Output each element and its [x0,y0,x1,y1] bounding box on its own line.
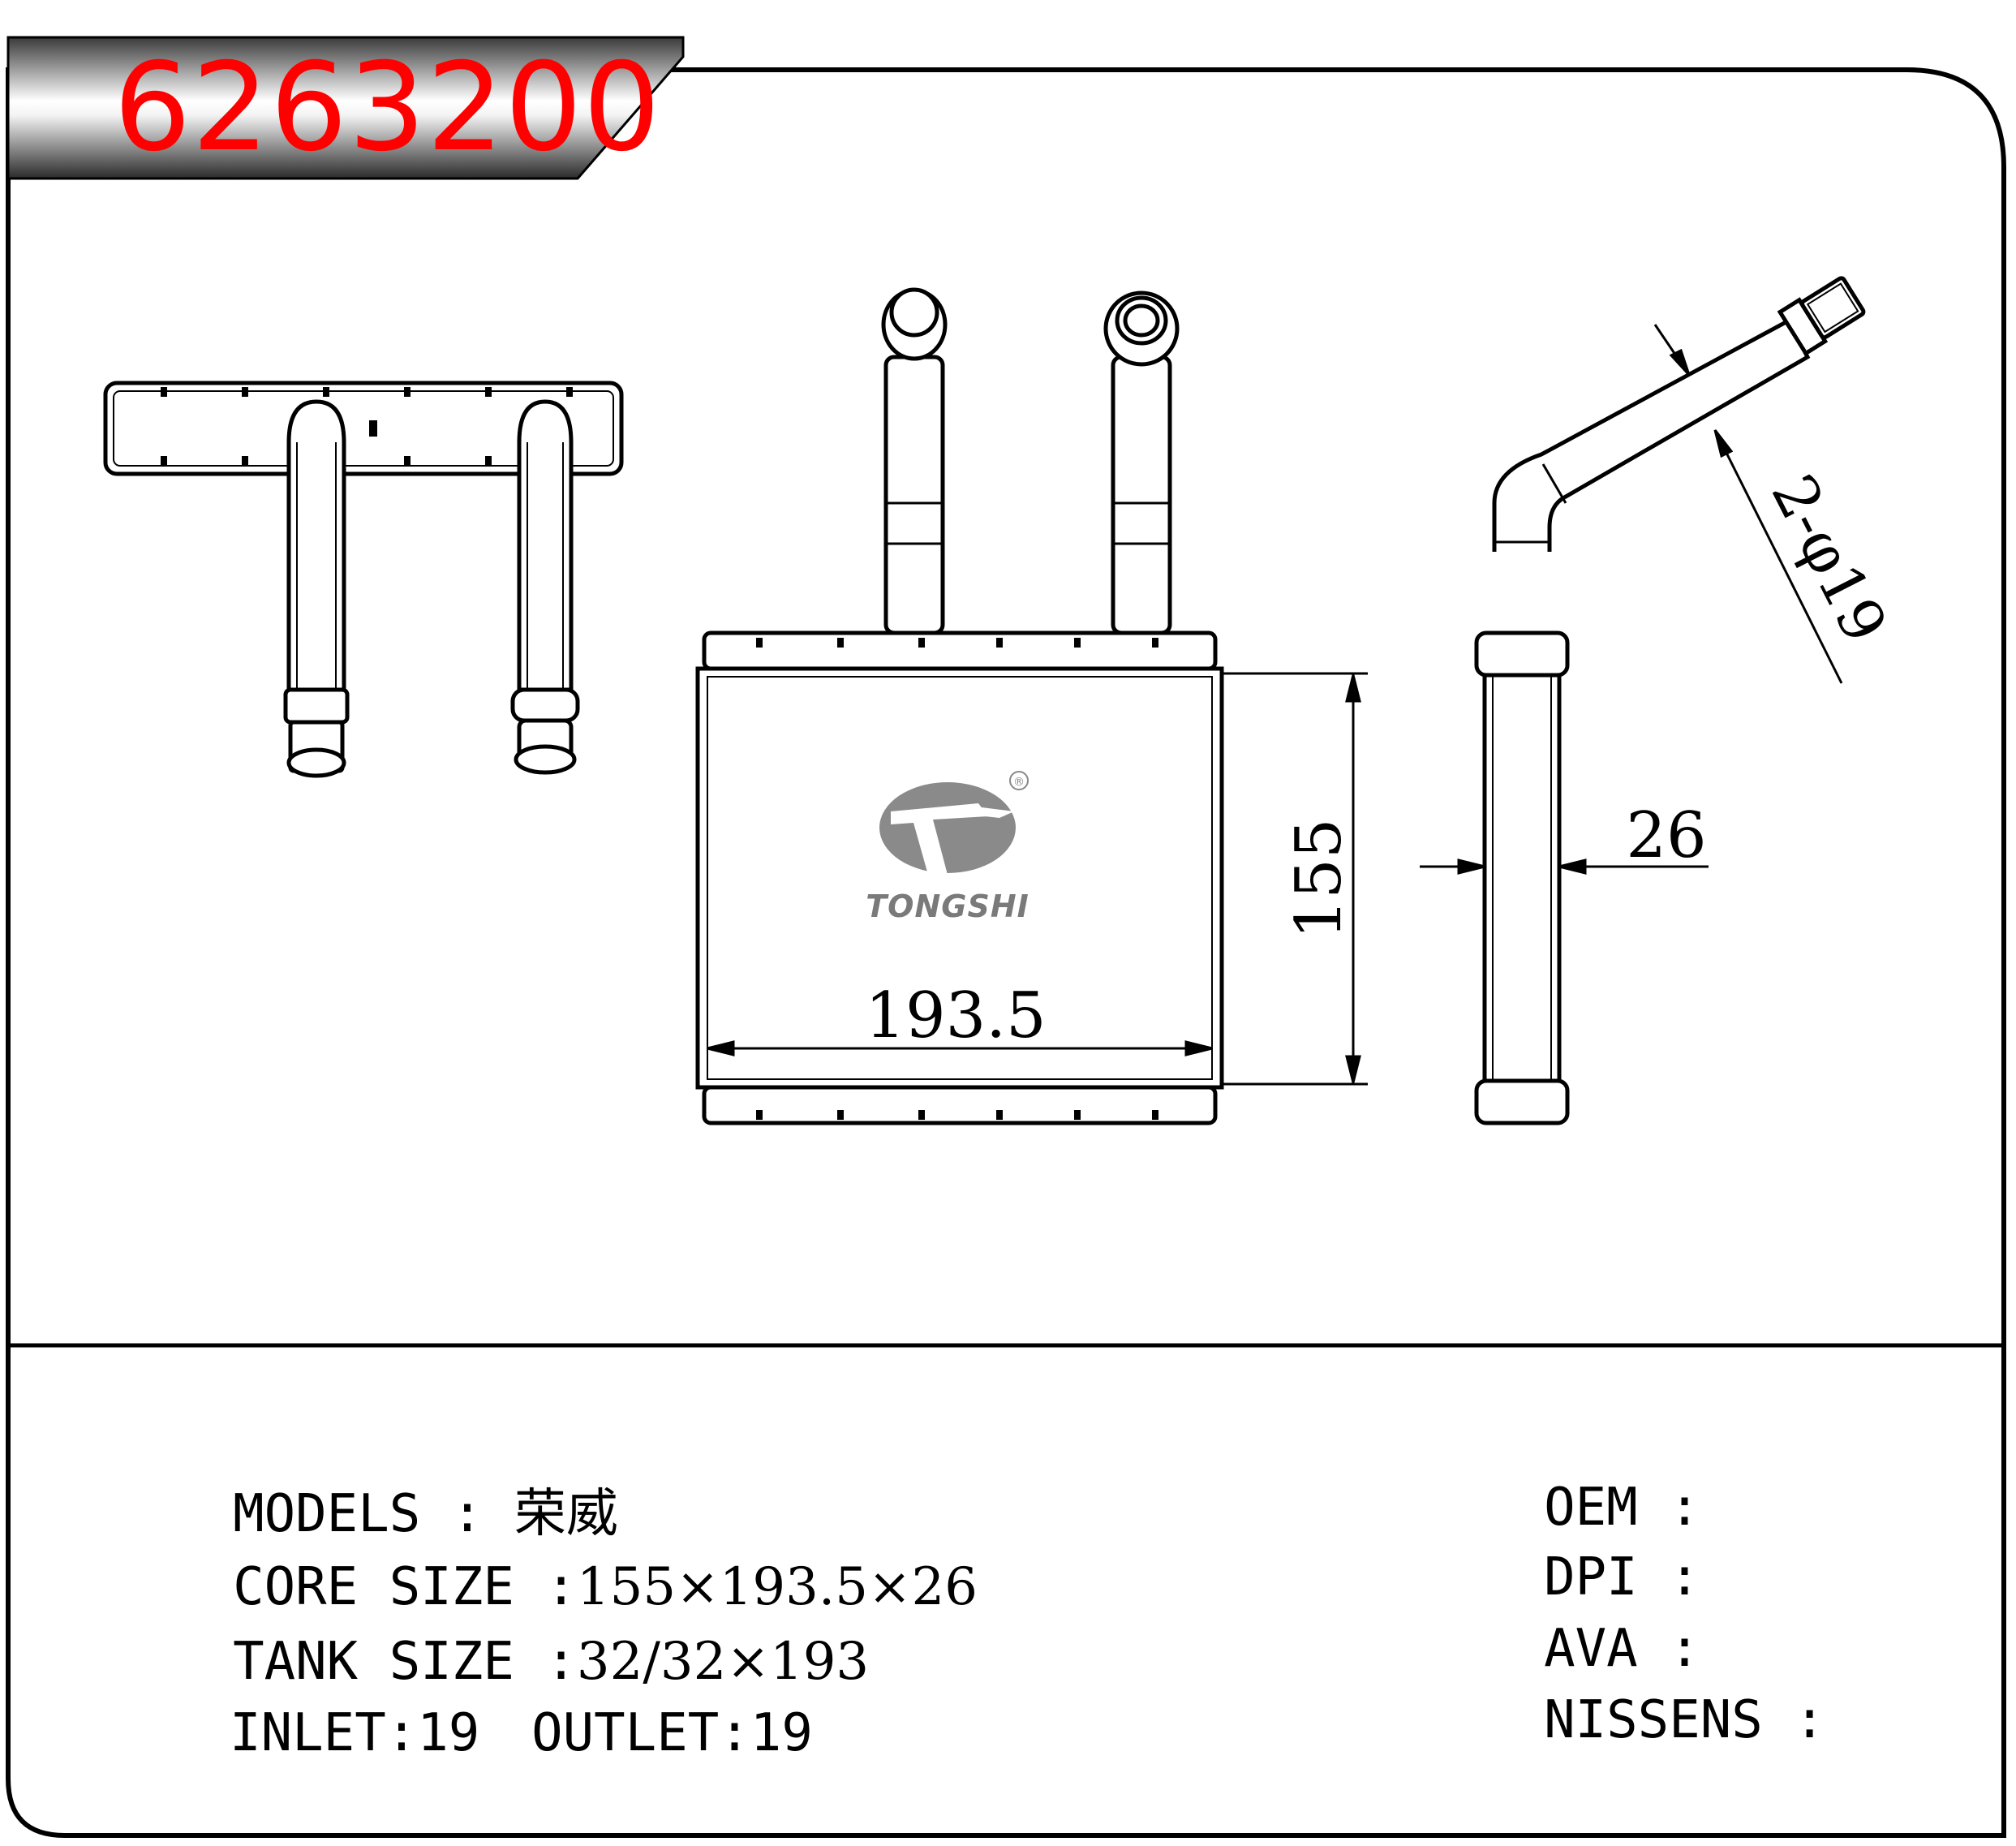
spec-key: DPI [1544,1547,1638,1607]
top-tank [702,630,1218,671]
tank-notches [756,638,1158,1120]
spec-key: NISSENS [1544,1690,1763,1750]
spec-value: 荣威 [514,1484,618,1544]
spec-key: MODELS [233,1484,421,1544]
spec-sep: : [385,1703,418,1763]
top-view [103,381,624,778]
spec-key: CORE SIZE [233,1557,514,1617]
registered-mark: ® [1013,776,1025,789]
spec-sep: : [719,1703,750,1763]
flange-holes [161,387,573,466]
width-label: 193.5 [865,979,1046,1052]
spec-nissens: NISSENS : [1481,1642,1825,1746]
spec-sep: : [1637,1619,1700,1679]
spec-ava: AVA : [1481,1571,1700,1675]
spec-value: 32/32×193 [576,1632,870,1692]
thickness-label: 26 [1626,799,1706,872]
spec-sep: : [1637,1478,1700,1538]
right-pipe [517,399,574,692]
spec-key: OEM [1544,1478,1638,1538]
spec-value: 155×193.5×26 [576,1557,978,1617]
bottom-tank [702,1085,1218,1125]
dim-width: 193.5 [707,979,1213,1056]
spec-sep: : [1637,1547,1700,1607]
brand-name: TONGSHI [866,889,1029,924]
spec-key: TANK SIZE [233,1632,514,1692]
spec-core-size: CORE SIZE :155×193.5×26 [170,1509,978,1613]
flange-plate [103,381,624,476]
spec-models: MODELS : 荣威 [170,1436,618,1540]
spec-outlet: OUTLET:19 [469,1655,813,1759]
bent-pipe [1492,317,1811,552]
part-number: 6263200 [114,37,662,179]
dim-height: 155 [1222,672,1368,1086]
side-core [1482,673,1562,1083]
spec-value: 19 [417,1703,480,1763]
inlet-pipe [883,355,945,635]
spec-tank-size: TANK SIZE :32/32×193 [170,1584,869,1688]
spec-sep: : [420,1484,514,1544]
spec-key: AVA [1544,1619,1638,1679]
spec-sep: : [514,1557,577,1617]
outer-frame [6,67,2006,1838]
spec-dpi: DPI : [1481,1500,1700,1603]
dim-thickness: 26 [1420,799,1709,875]
spec-key: INLET [230,1703,386,1763]
spec-sep: : [1762,1690,1825,1750]
spec-oem: OEM : [1481,1430,1700,1534]
left-pipe [286,399,346,692]
tongshi-logo: ® TONGSHI [866,771,1029,924]
spec-value: 19 [750,1703,813,1763]
spec-sep: : [514,1632,577,1692]
outlet-pipe [1111,355,1172,635]
side-bottom-tank [1474,1078,1570,1125]
spec-key: OUTLET [531,1703,720,1763]
title-banner [6,36,685,180]
core [695,666,1224,1090]
height-label: 155 [1283,819,1356,940]
spec-inlet: INLET:19 [167,1655,479,1759]
front-view [695,287,1224,1125]
side-top-tank [1474,630,1570,678]
side-view [1474,276,1866,1125]
